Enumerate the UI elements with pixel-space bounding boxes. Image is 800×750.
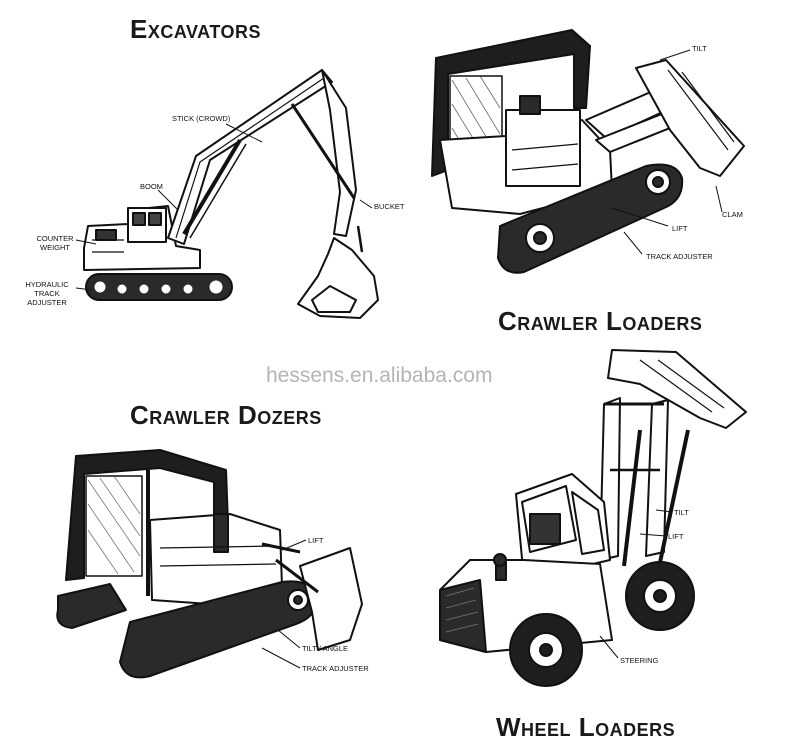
wheel-loader-rear-wheel [509, 613, 583, 687]
label-stick-crowd: Stick (Crowd) [172, 114, 231, 123]
crawler-loaders-title: Crawler Loaders [498, 306, 703, 336]
label-boom: Boom [140, 182, 163, 191]
label-loader-clam: Clam [722, 210, 743, 219]
wheel-loader-illustration [439, 349, 747, 687]
label-loader-lift: Lift [672, 224, 688, 233]
watermark: hessens.en.alibaba.com [266, 364, 493, 387]
crawler-dozer-canopy [65, 449, 229, 581]
wheel-loaders-title: Wheel Loaders [496, 712, 676, 742]
wheel-loader-front-wheel [625, 561, 695, 631]
wheel-loader-bucket [607, 349, 747, 429]
label-loader-tilt: Tilt [692, 44, 707, 53]
label-loader-track-adjuster: Track Adjuster [646, 252, 713, 261]
crawler-loader-cab-cage [431, 29, 591, 177]
label-dozer-tilt-angle: Tilt / Angle [302, 644, 348, 653]
crawler-dozer-track [119, 580, 318, 679]
crawler-dozers-title: Crawler Dozers [130, 400, 322, 430]
crawler-loader-bucket [635, 59, 745, 177]
label-wheel-tilt: Tilt [674, 508, 689, 517]
label-wheel-steering: Steering [620, 656, 659, 665]
excavator-track [85, 273, 233, 301]
excavator-stick [321, 69, 357, 237]
excavator-illustration [75, 69, 379, 319]
label-dozer-lift: Lift [308, 536, 324, 545]
label-bucket: Bucket [374, 202, 405, 211]
excavators-title: Excavators [130, 14, 262, 44]
crawler-dozer-blade [299, 547, 363, 651]
label-dozer-track-adjuster: Track Adjuster [302, 664, 369, 673]
excavator-boom [167, 69, 333, 245]
crawler-loader-illustration [431, 29, 745, 274]
label-hydraulic-track-adjuster: Hydraulic Track Adjuster [25, 280, 69, 307]
crawler-dozer-illustration [56, 449, 363, 679]
label-counter-weight: Counter Weight [36, 234, 74, 252]
label-wheel-lift: Lift [668, 532, 684, 541]
